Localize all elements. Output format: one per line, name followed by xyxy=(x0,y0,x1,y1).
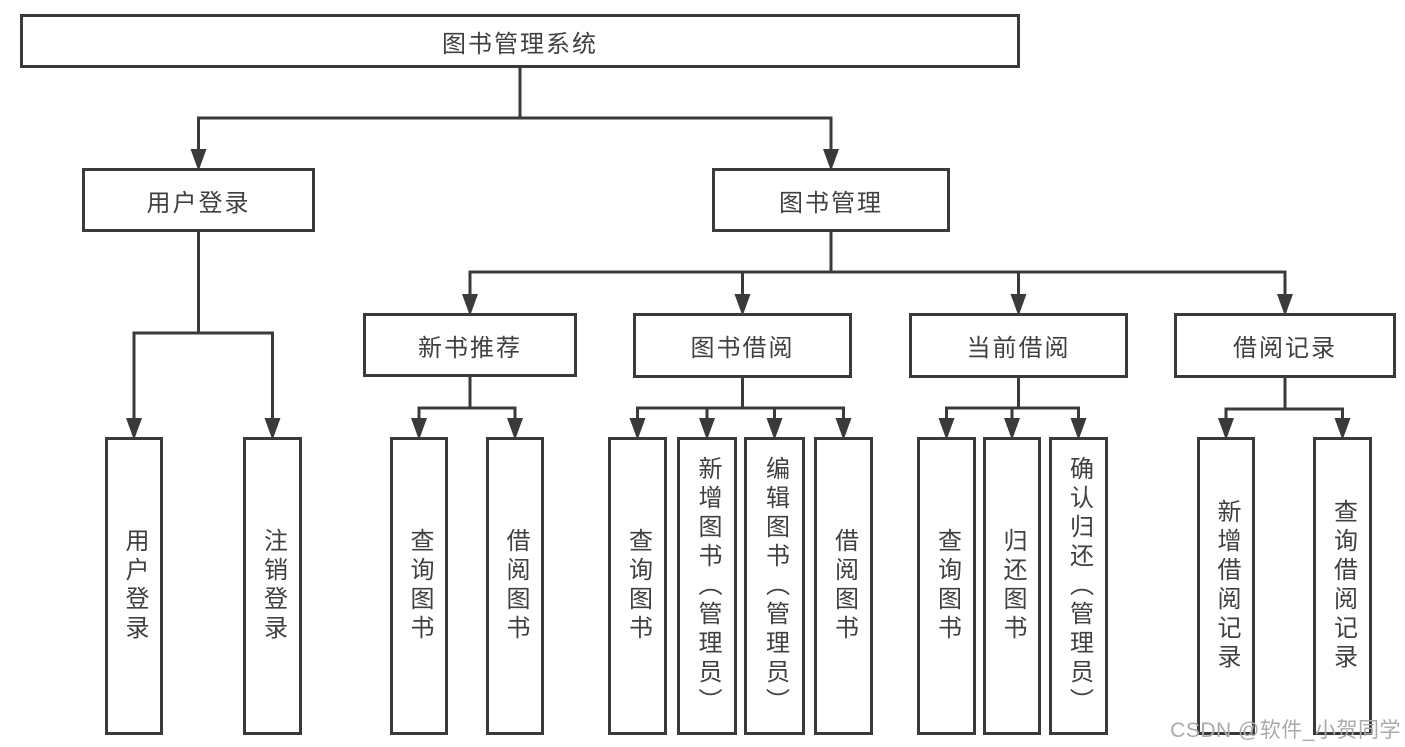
arrowhead-icon xyxy=(823,149,839,171)
arrowhead-icon xyxy=(835,418,852,440)
node-label-user-login: 用户登录 xyxy=(146,189,251,217)
arrowhead-icon xyxy=(734,294,751,316)
node-label-leaf-br-query: 查询借阅记录 xyxy=(1329,499,1357,673)
watermark: CSDN @软件_小贺同学 xyxy=(1170,719,1401,742)
node-box-root: 图书管理系统 xyxy=(20,14,1020,68)
node-box-leaf-bb-query: 查询图书 xyxy=(608,437,667,735)
node-label-borrow-record: 借阅记录 xyxy=(1233,335,1337,362)
arrowhead-icon xyxy=(507,418,523,440)
node-box-user-login: 用户登录 xyxy=(82,168,315,232)
node-label-leaf-bb-edit: 编辑图书（管理员） xyxy=(761,455,789,717)
arrowhead-icon xyxy=(1070,418,1087,440)
node-label-leaf-bb-query: 查询图书 xyxy=(624,528,652,644)
node-box-book-mgmt: 图书管理 xyxy=(712,168,950,232)
node-label-leaf-cb-query: 查询图书 xyxy=(933,528,961,644)
arrowhead-icon xyxy=(462,294,478,316)
arrowhead-icon xyxy=(1004,418,1020,440)
node-label-leaf-br-add: 新增借阅记录 xyxy=(1213,499,1240,673)
node-label-book-borrow: 图书借阅 xyxy=(690,335,795,362)
node-box-borrow-record: 借阅记录 xyxy=(1174,313,1396,378)
arrowhead-icon xyxy=(190,149,207,171)
node-label-leaf-logout: 注销登录 xyxy=(259,528,287,644)
node-box-leaf-br-query: 查询借阅记录 xyxy=(1313,437,1372,735)
node-box-leaf-logout: 注销登录 xyxy=(243,437,302,735)
node-label-leaf-nbr-query: 查询图书 xyxy=(406,528,433,644)
node-box-leaf-br-add: 新增借阅记录 xyxy=(1197,437,1255,735)
node-label-leaf-cb-return: 归还图书 xyxy=(999,528,1026,644)
arrowhead-icon xyxy=(126,418,142,440)
arrowhead-icon xyxy=(1334,418,1351,440)
node-label-root: 图书管理系统 xyxy=(442,30,598,58)
node-box-leaf-bb-edit: 编辑图书（管理员） xyxy=(744,437,805,735)
arrowhead-icon xyxy=(1010,294,1027,316)
node-box-leaf-user-login: 用户登录 xyxy=(105,437,163,735)
node-box-leaf-cb-return: 归还图书 xyxy=(983,437,1041,735)
arrowhead-icon xyxy=(766,418,783,440)
node-box-leaf-bb-borrow: 借阅图书 xyxy=(814,437,873,735)
node-box-leaf-bb-add: 新增图书（管理员） xyxy=(677,437,737,735)
node-box-new-book-rec: 新书推荐 xyxy=(363,313,577,377)
arrowhead-icon xyxy=(1277,294,1293,316)
node-box-leaf-nbr-query: 查询图书 xyxy=(390,437,448,735)
node-box-leaf-cb-query: 查询图书 xyxy=(917,437,976,735)
node-label-current-borrow: 当前借阅 xyxy=(966,335,1071,362)
node-label-leaf-user-login: 用户登录 xyxy=(121,528,148,644)
arrowhead-icon xyxy=(1218,418,1234,440)
node-label-leaf-nbr-borrow: 借阅图书 xyxy=(502,528,529,644)
node-box-book-borrow: 图书借阅 xyxy=(633,313,852,378)
arrowhead-icon xyxy=(264,418,281,440)
node-box-leaf-nbr-borrow: 借阅图书 xyxy=(486,437,544,735)
node-box-current-borrow: 当前借阅 xyxy=(909,313,1128,378)
node-box-leaf-cb-confirm: 确认归还（管理员） xyxy=(1049,437,1108,735)
arrowhead-icon xyxy=(938,418,955,440)
node-label-new-book-rec: 新书推荐 xyxy=(418,334,522,362)
arrowhead-icon xyxy=(699,418,715,440)
node-label-leaf-bb-borrow: 借阅图书 xyxy=(830,528,858,644)
arrowhead-icon xyxy=(411,418,427,440)
node-label-leaf-bb-add: 新增图书（管理员） xyxy=(694,455,721,717)
node-label-leaf-cb-confirm: 确认归还（管理员） xyxy=(1065,455,1093,717)
arrowhead-icon xyxy=(629,418,646,440)
node-label-book-mgmt: 图书管理 xyxy=(779,189,883,217)
